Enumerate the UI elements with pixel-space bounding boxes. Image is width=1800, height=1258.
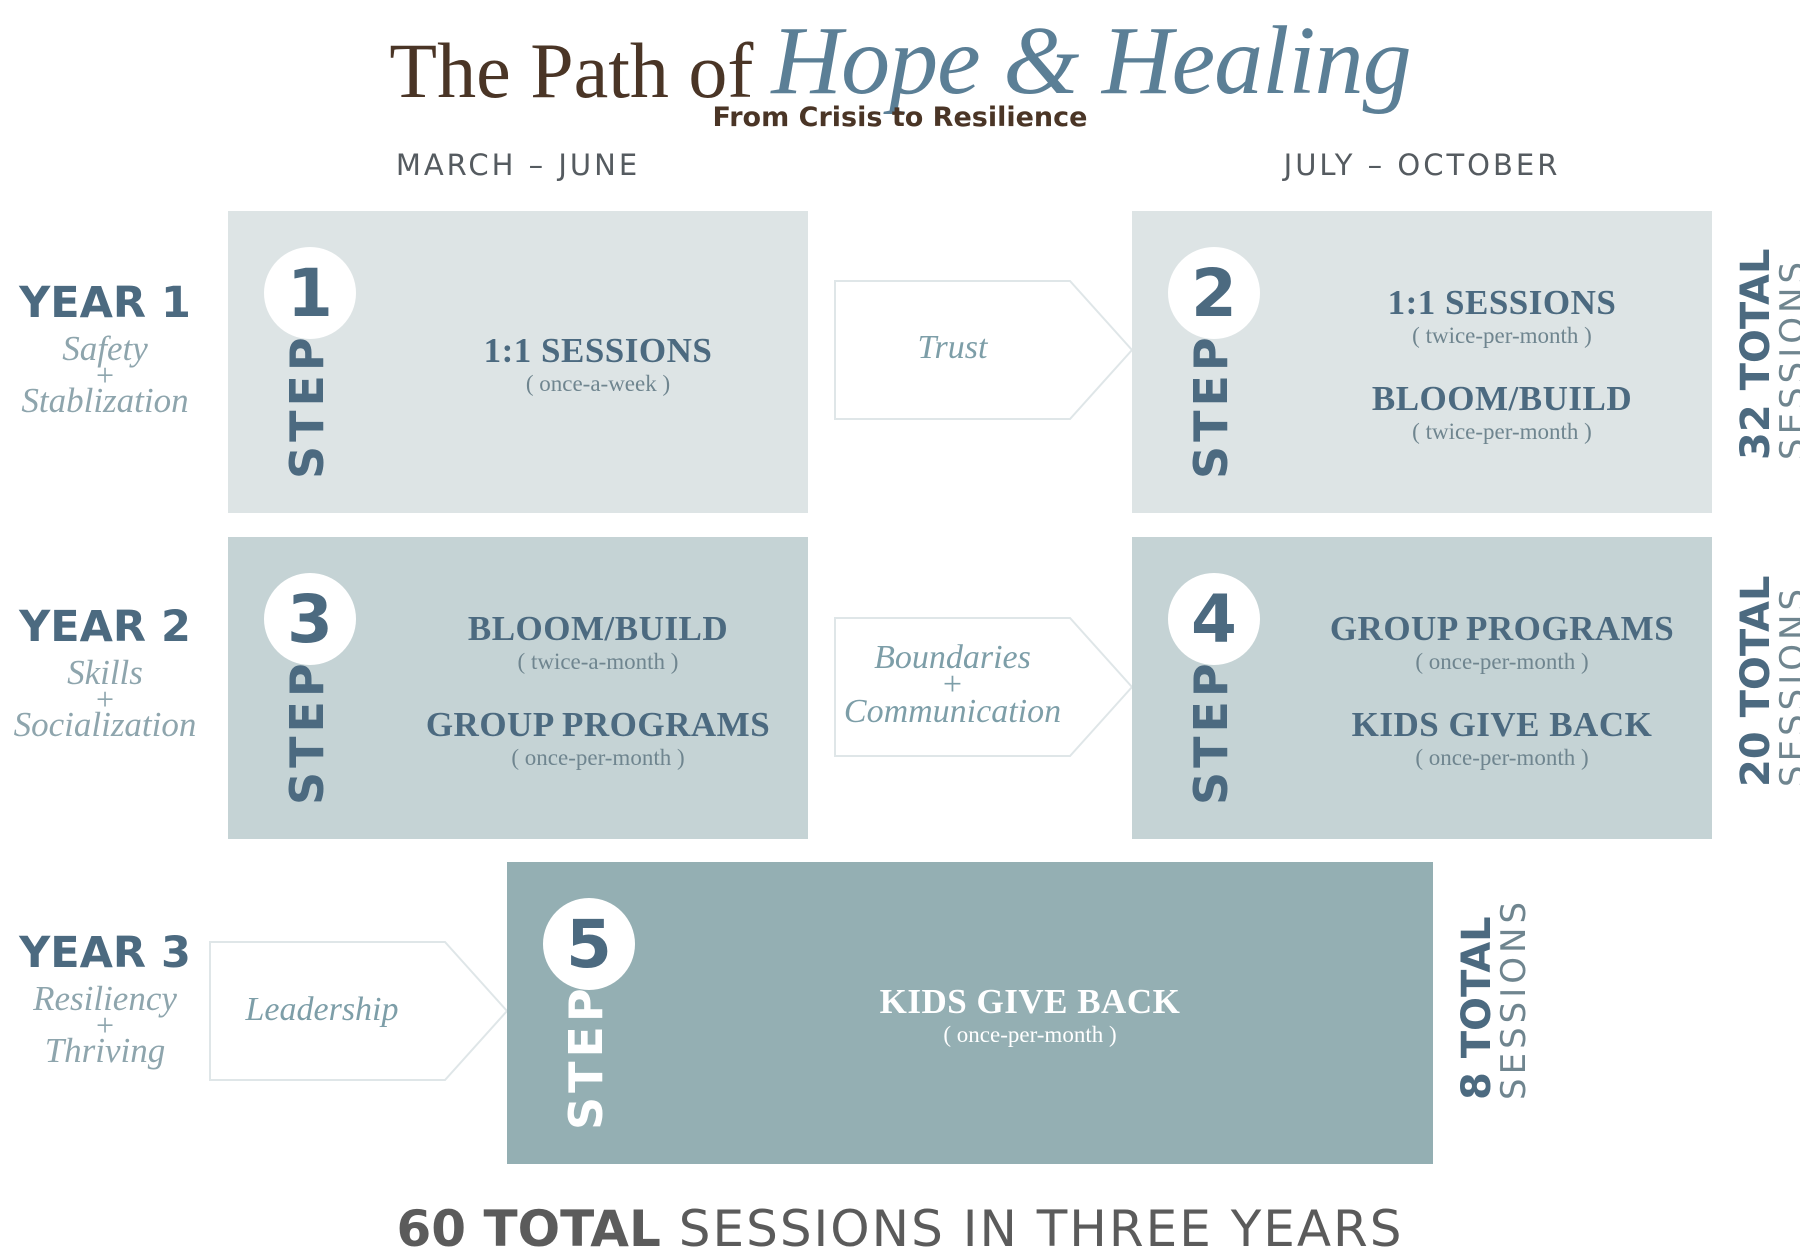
step-2-box: 2 STEP 1:1 SESSIONS ( twice-per-month ) … <box>1132 211 1712 513</box>
total-light: SESSIONS <box>1773 584 1800 787</box>
total-year-3: 8 TOTAL SESSIONS <box>1454 897 1534 1100</box>
title: The Path of Hope & Healing <box>0 0 1800 110</box>
connector-boundaries-top: Boundaries <box>874 639 1031 676</box>
step-4-box: 4 STEP GROUP PROGRAMS ( once-per-month )… <box>1132 537 1712 839</box>
session-frequency: ( once-per-month ) <box>511 745 685 770</box>
step-1-box: 1 STEP 1:1 SESSIONS ( once-a-week ) <box>228 211 808 513</box>
step-number: 1 <box>264 247 356 339</box>
step-1-sessions: 1:1 SESSIONS ( once-a-week ) <box>388 331 808 427</box>
year-3: YEAR 3 Resiliency + Thriving <box>0 928 210 1070</box>
step-word: STEP <box>280 659 334 805</box>
year-label: YEAR 1 <box>19 278 191 328</box>
year-theme-top: Safety <box>62 329 148 368</box>
step-number: 2 <box>1168 247 1260 339</box>
step-3-sessions: BLOOM/BUILD ( twice-a-month ) GROUP PROG… <box>388 609 808 801</box>
total-year-1: 32 TOTAL SESSIONS <box>1733 248 1800 460</box>
step-3-box: 3 STEP BLOOM/BUILD ( twice-a-month ) GRO… <box>228 537 808 839</box>
connector-boundaries-bottom: Communication <box>843 693 1062 730</box>
total-strong: 32 TOTAL <box>1733 248 1779 460</box>
grand-total: 60 TOTAL SESSIONS IN THREE YEARS <box>0 1200 1800 1258</box>
step-5-box: 5 STEP KIDS GIVE BACK ( once-per-month ) <box>507 862 1433 1164</box>
grand-total-strong: 60 TOTAL <box>396 1200 661 1258</box>
step-word: STEP <box>559 984 613 1130</box>
session-frequency: ( once-per-month ) <box>943 1022 1117 1047</box>
session-frequency: ( once-a-week ) <box>525 371 671 396</box>
year-plus: + <box>95 681 115 717</box>
session-frequency: ( twice-per-month ) <box>1412 323 1592 348</box>
session-frequency: ( once-per-month ) <box>1415 649 1589 674</box>
step-number: 4 <box>1168 573 1260 665</box>
total-strong: 20 TOTAL <box>1733 575 1779 787</box>
grand-total-light: SESSIONS IN THREE YEARS <box>660 1200 1404 1258</box>
session-title: KIDS GIVE BACK <box>879 982 1181 1021</box>
year-theme-bottom: Thriving <box>44 1031 166 1070</box>
step-number: 5 <box>543 898 635 990</box>
subtitle: From Crisis to Resilience <box>712 102 1088 133</box>
step-word: STEP <box>280 333 334 479</box>
session-title: GROUP PROGRAMS <box>425 705 771 744</box>
year-2: YEAR 2 Skills + Socialization <box>0 602 210 744</box>
step-number: 3 <box>264 573 356 665</box>
arrow-leadership-shape <box>209 941 509 1081</box>
step-word: STEP <box>1184 659 1238 805</box>
period-left: MARCH – JUNE <box>395 148 641 182</box>
connector-leadership: Leadership <box>245 991 399 1028</box>
year-plus: + <box>95 1007 115 1043</box>
arrow-trust-shape <box>834 280 1134 420</box>
total-light: SESSIONS <box>1494 897 1534 1100</box>
period-right: JULY – OCTOBER <box>1283 148 1561 182</box>
year-label: YEAR 2 <box>19 602 191 652</box>
connector-trust: Trust <box>917 329 988 366</box>
step-2-sessions: 1:1 SESSIONS ( twice-per-month ) BLOOM/B… <box>1292 283 1712 475</box>
year-theme-top: Skills <box>67 653 143 692</box>
total-light: SESSIONS <box>1773 257 1800 460</box>
arrow-boundaries-shape <box>834 617 1134 757</box>
connector-boundaries-plus: + <box>942 666 963 703</box>
year-theme-top: Resiliency <box>33 979 177 1018</box>
session-title: 1:1 SESSIONS <box>483 331 713 370</box>
session-title: GROUP PROGRAMS <box>1329 609 1675 648</box>
session-frequency: ( twice-per-month ) <box>1412 419 1592 444</box>
session-frequency: ( once-per-month ) <box>1415 745 1589 770</box>
session-title: BLOOM/BUILD <box>467 609 729 648</box>
year-plus: + <box>95 357 115 393</box>
step-4-sessions: GROUP PROGRAMS ( once-per-month ) KIDS G… <box>1292 609 1712 801</box>
step-word: STEP <box>1184 333 1238 479</box>
total-strong: 8 TOTAL <box>1454 916 1500 1100</box>
total-year-2: 20 TOTAL SESSIONS <box>1733 575 1800 787</box>
year-1: YEAR 1 Safety + Stablization <box>0 278 210 420</box>
session-title: 1:1 SESSIONS <box>1387 283 1617 322</box>
title-accent: Hope & Healing <box>771 7 1411 115</box>
step-5-sessions: KIDS GIVE BACK ( once-per-month ) <box>667 982 1393 1078</box>
year-theme-bottom: Socialization <box>13 705 197 744</box>
year-theme-bottom: Stablization <box>21 381 189 420</box>
title-plain: The Path of <box>389 27 754 114</box>
year-label: YEAR 3 <box>19 928 191 978</box>
session-title: BLOOM/BUILD <box>1371 379 1633 418</box>
session-frequency: ( twice-a-month ) <box>517 649 679 674</box>
connector-boundaries: Boundaries + Communication <box>820 639 1085 730</box>
session-title: KIDS GIVE BACK <box>1351 705 1653 744</box>
